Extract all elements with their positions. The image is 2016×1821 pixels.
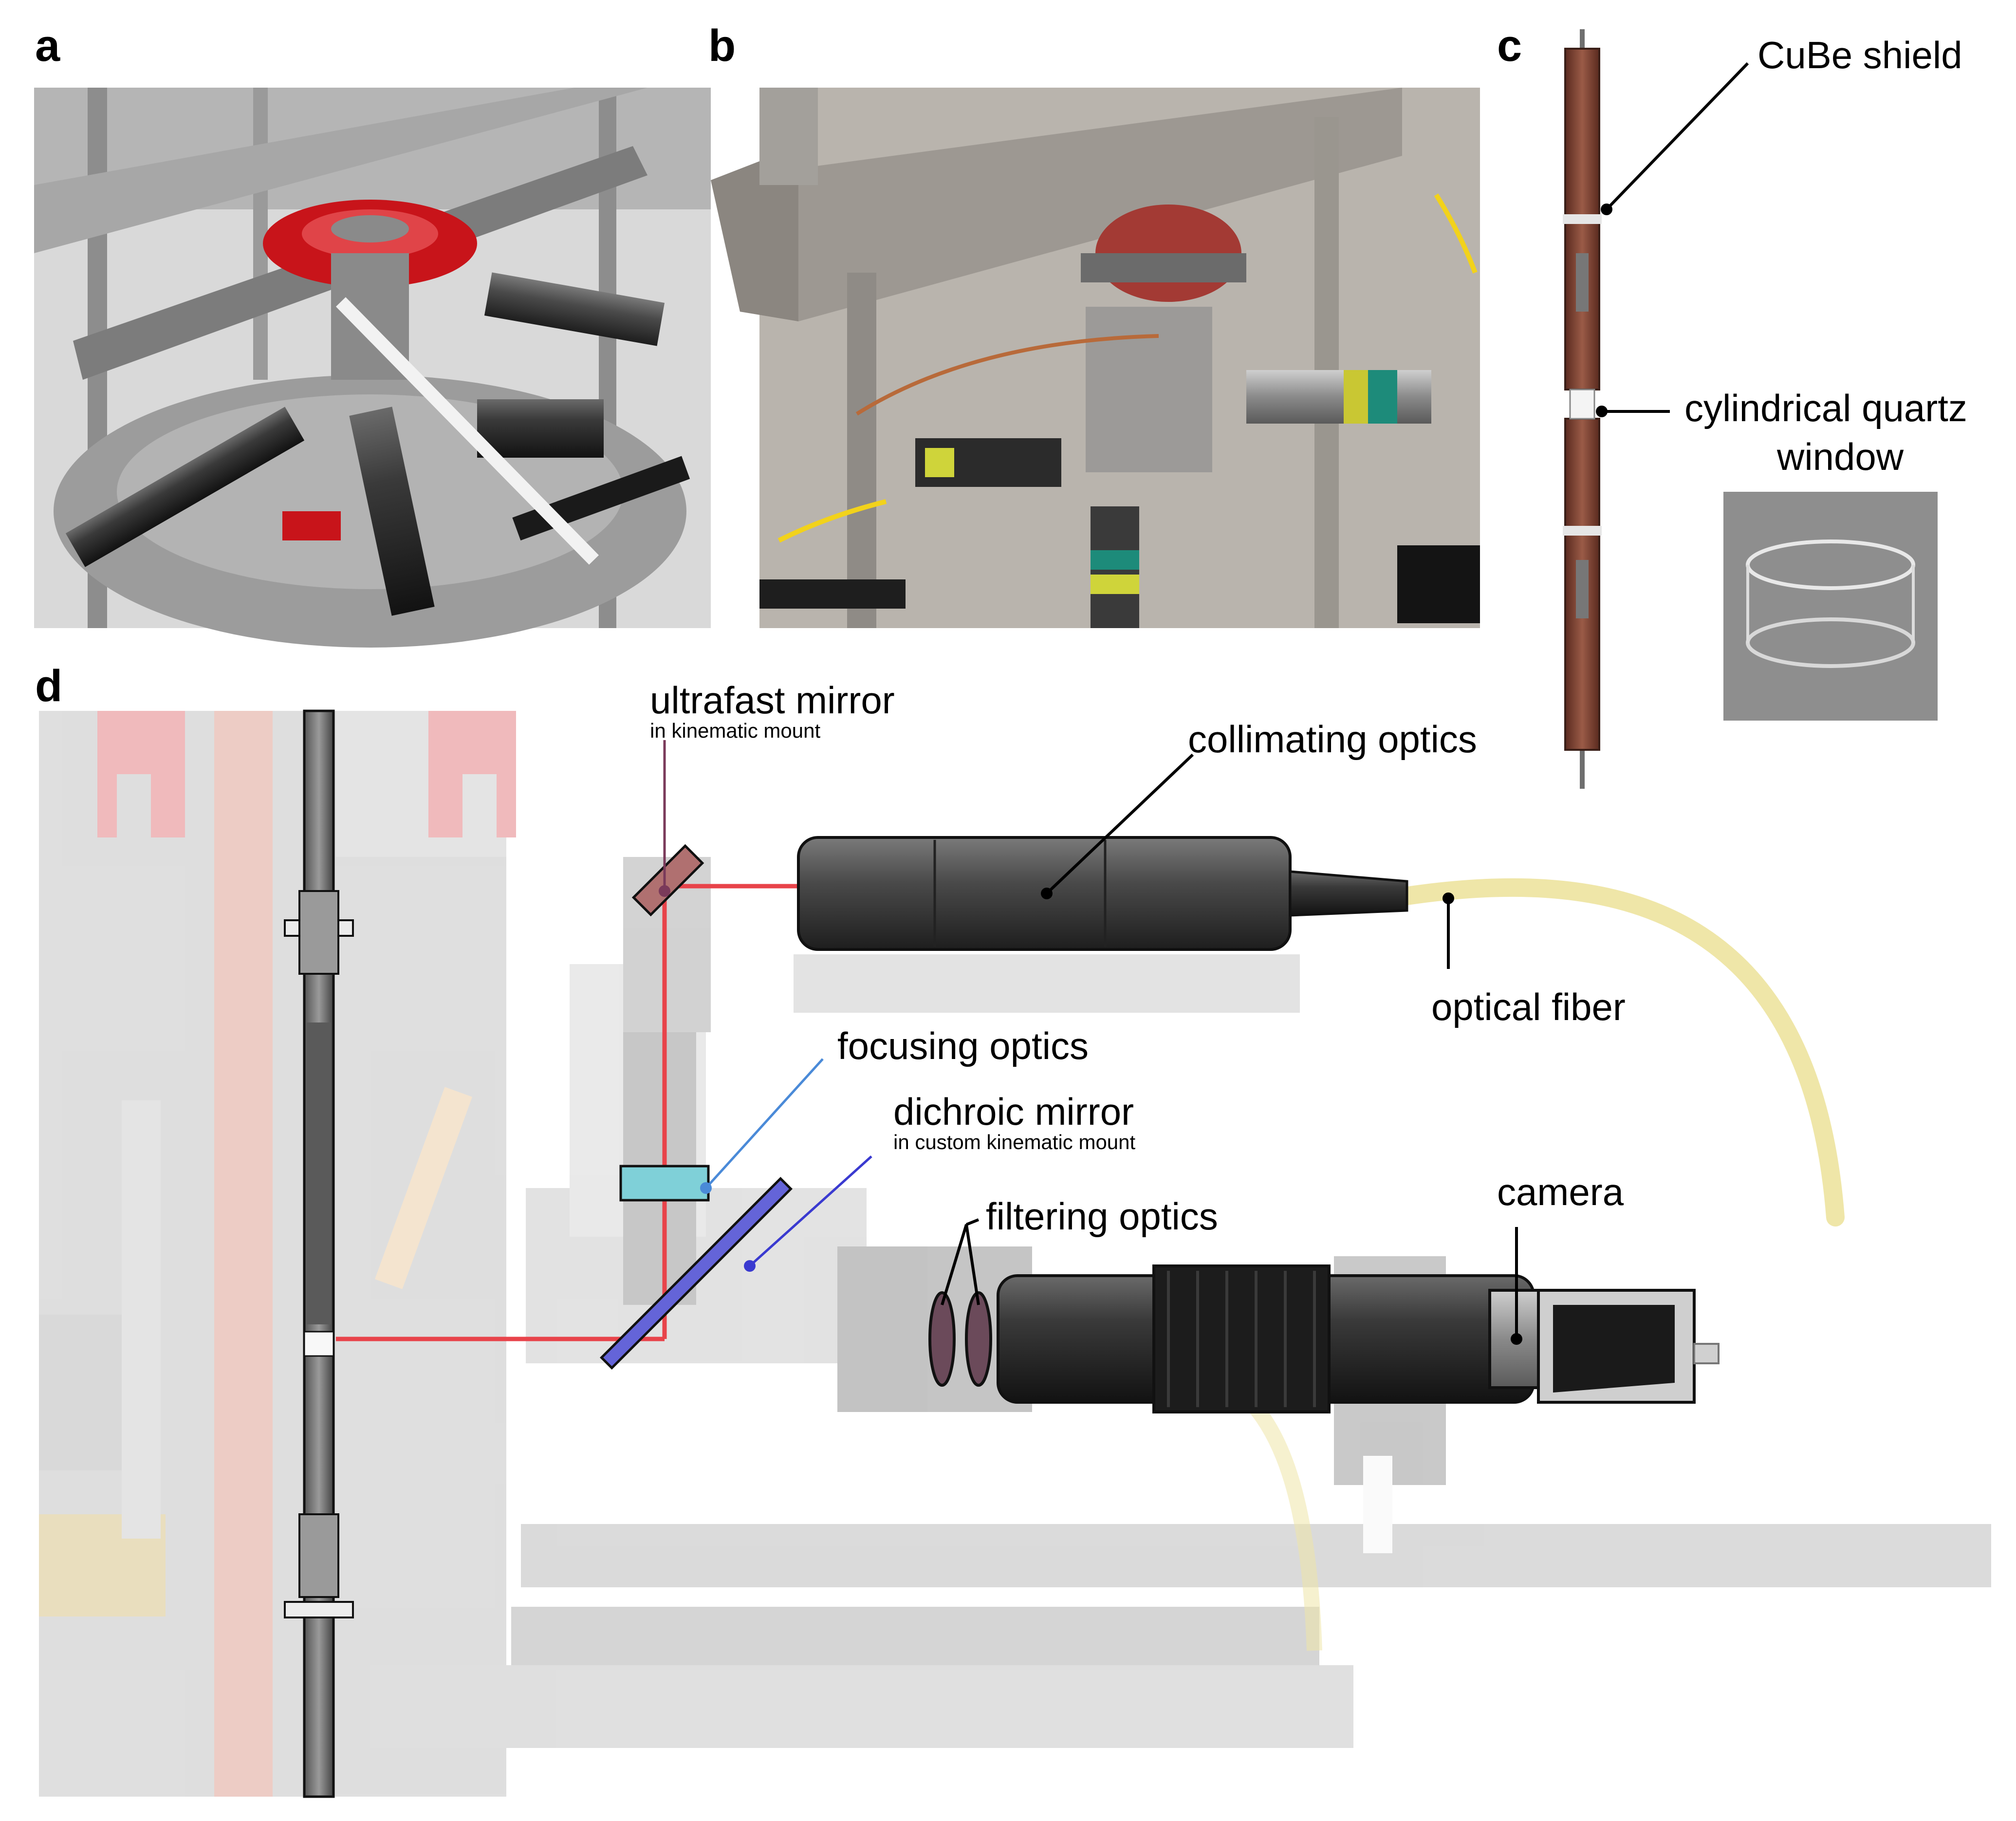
filtering-optics: [928, 1291, 992, 1387]
label-ultrafast-mirror-sub: in kinematic mount: [650, 719, 820, 742]
label-dichroic-mirror: dichroic mirror: [893, 1090, 1134, 1133]
camera-body: [1488, 1289, 1720, 1404]
panel-c-sample-stick: [1563, 29, 1602, 789]
sample-rod: [284, 709, 354, 1798]
leader-dot-camera: [1511, 1333, 1522, 1345]
label-collimating-optics: collimating optics: [1188, 718, 1477, 761]
optical-fiber: [1398, 878, 1845, 1226]
ultrafast-mirror: [631, 844, 704, 917]
label-cube-shield: CuBe shield: [1757, 34, 1962, 76]
leader-dichroic-mirror: [749, 1155, 872, 1267]
leader-dot-quartz-window: [1596, 406, 1608, 417]
label-focusing-optics: focusing optics: [837, 1024, 1089, 1067]
leader-collimating-optics: [1045, 753, 1194, 895]
label-filtering-optics: filtering optics: [986, 1195, 1218, 1238]
leader-dot-focusing-optics: [700, 1182, 712, 1194]
camera-lens: [997, 1264, 1535, 1413]
leader-dot-optical-fiber: [1443, 892, 1454, 904]
laser-beam-path: [336, 884, 798, 1341]
optical-fiber-lower: [1240, 1392, 1322, 1651]
panel-letter-a: a: [35, 21, 60, 71]
dichroic-mirror: [600, 1177, 793, 1370]
label-quartz-window-line2: window: [1776, 435, 1904, 478]
panel-b-photo: [711, 88, 1480, 628]
leader-dot-collimating-optics: [1041, 888, 1053, 899]
leader-dot-cube-shield: [1601, 204, 1612, 215]
leader-filtering-optics-tail: [965, 1218, 980, 1226]
leader-cube-shield: [1605, 62, 1749, 211]
panel-a-rendering: [34, 88, 721, 648]
panel-letter-d: d: [35, 661, 62, 711]
leader-dot-ultrafast-mirror: [659, 885, 670, 897]
focusing-optics-lens: [619, 1165, 710, 1202]
label-camera: camera: [1497, 1171, 1624, 1213]
leader-focusing-optics: [705, 1058, 824, 1189]
leader-dot-dichroic-mirror: [744, 1260, 756, 1272]
label-ultrafast-mirror: ultrafast mirror: [650, 679, 895, 722]
label-quartz-window-line1: cylindrical quartz: [1684, 387, 1967, 429]
label-optical-fiber: optical fiber: [1431, 985, 1626, 1028]
panel-letter-c: c: [1497, 21, 1522, 71]
label-dichroic-mirror-sub: in custom kinematic mount: [893, 1131, 1136, 1153]
panel-letter-b: b: [708, 21, 736, 71]
quartz-window-photo: [1723, 492, 1938, 721]
collimating-optics: [797, 836, 1408, 951]
